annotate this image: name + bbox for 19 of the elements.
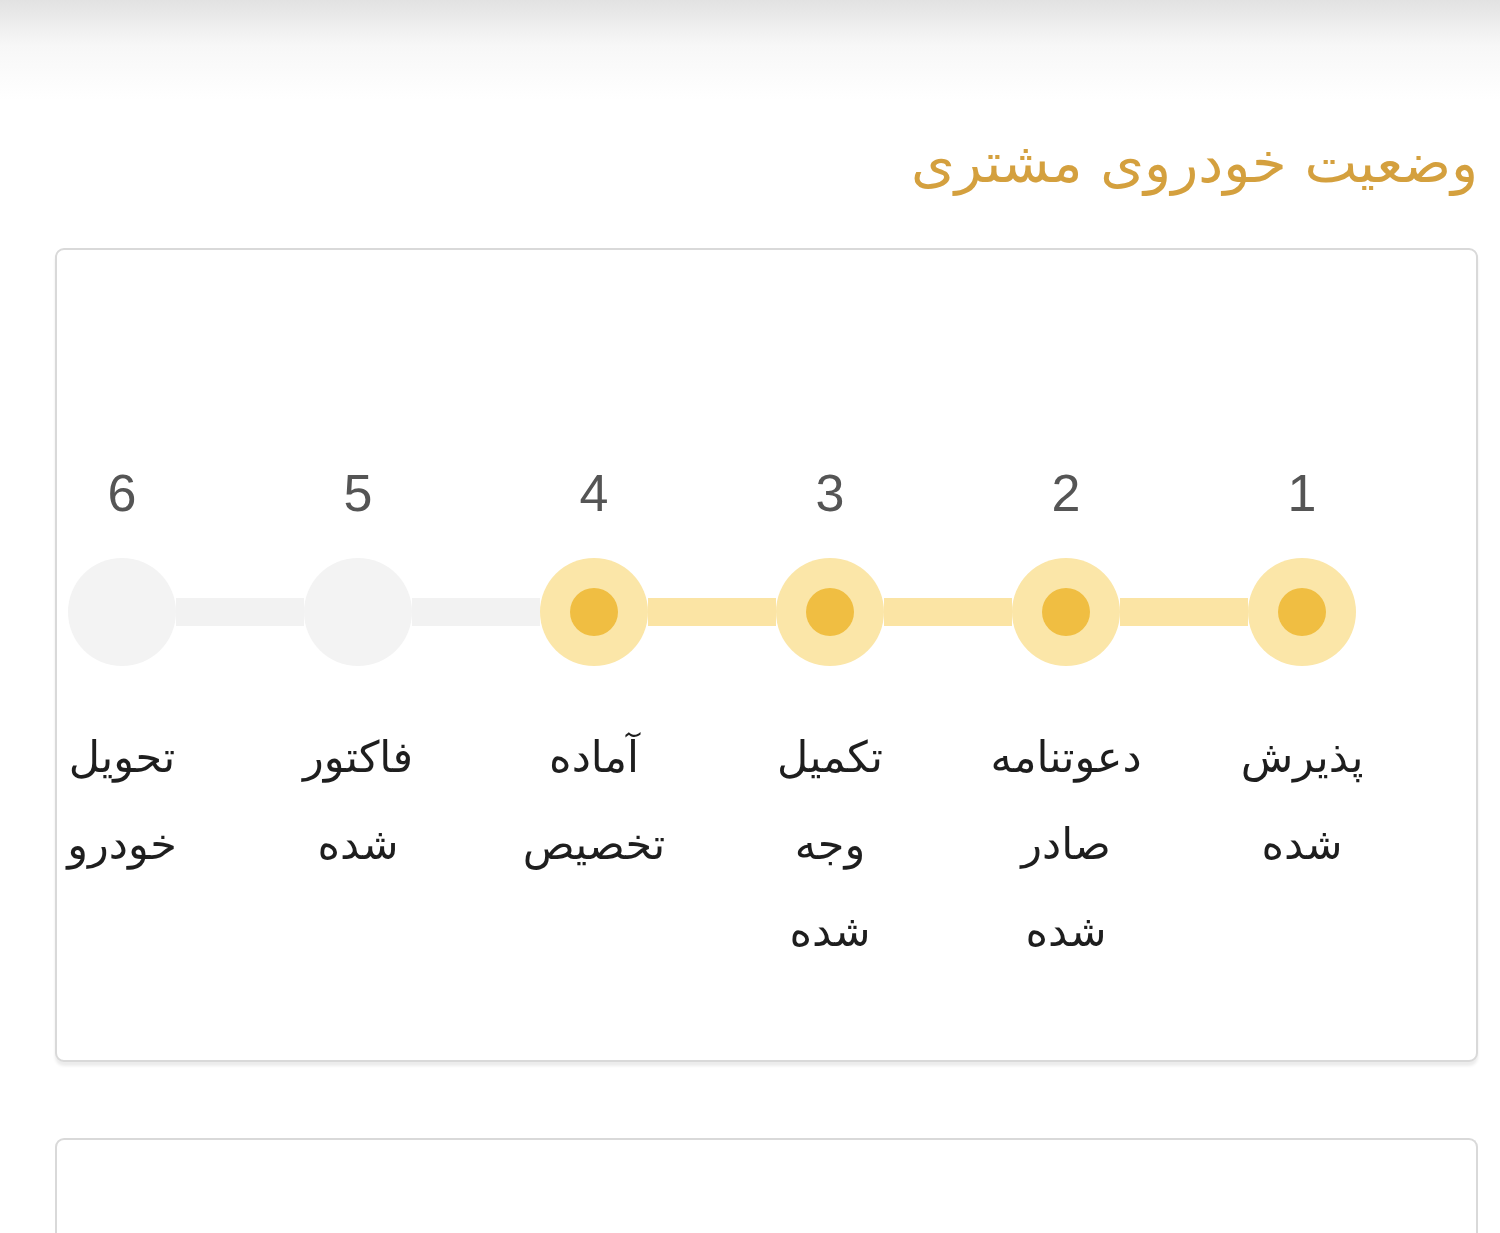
step-label: تکمیل وجه شده <box>776 731 884 958</box>
connector-line <box>648 598 776 626</box>
step-label: تحویل خودرو <box>67 731 177 872</box>
step-label: آماده تخصیص <box>522 731 666 872</box>
step-number: 3 <box>815 463 845 523</box>
card-panel <box>55 248 1478 1062</box>
step-number: 6 <box>107 463 137 523</box>
step-number: 5 <box>343 463 373 523</box>
card-panel <box>55 1138 1478 1233</box>
connector-line <box>412 598 540 626</box>
heading: وضعیت خودروی مشتری <box>910 129 1478 198</box>
connector-line <box>884 598 1012 626</box>
connector-line <box>1120 598 1248 626</box>
step-label: فاکتور شده <box>302 731 414 871</box>
step-number: 2 <box>1051 463 1081 523</box>
step-number: 4 <box>579 463 609 523</box>
step-label: پذیرش شده <box>1240 731 1364 871</box>
step-label: دعوتنامه صادر شده <box>990 731 1142 958</box>
step-number: 1 <box>1287 463 1317 523</box>
